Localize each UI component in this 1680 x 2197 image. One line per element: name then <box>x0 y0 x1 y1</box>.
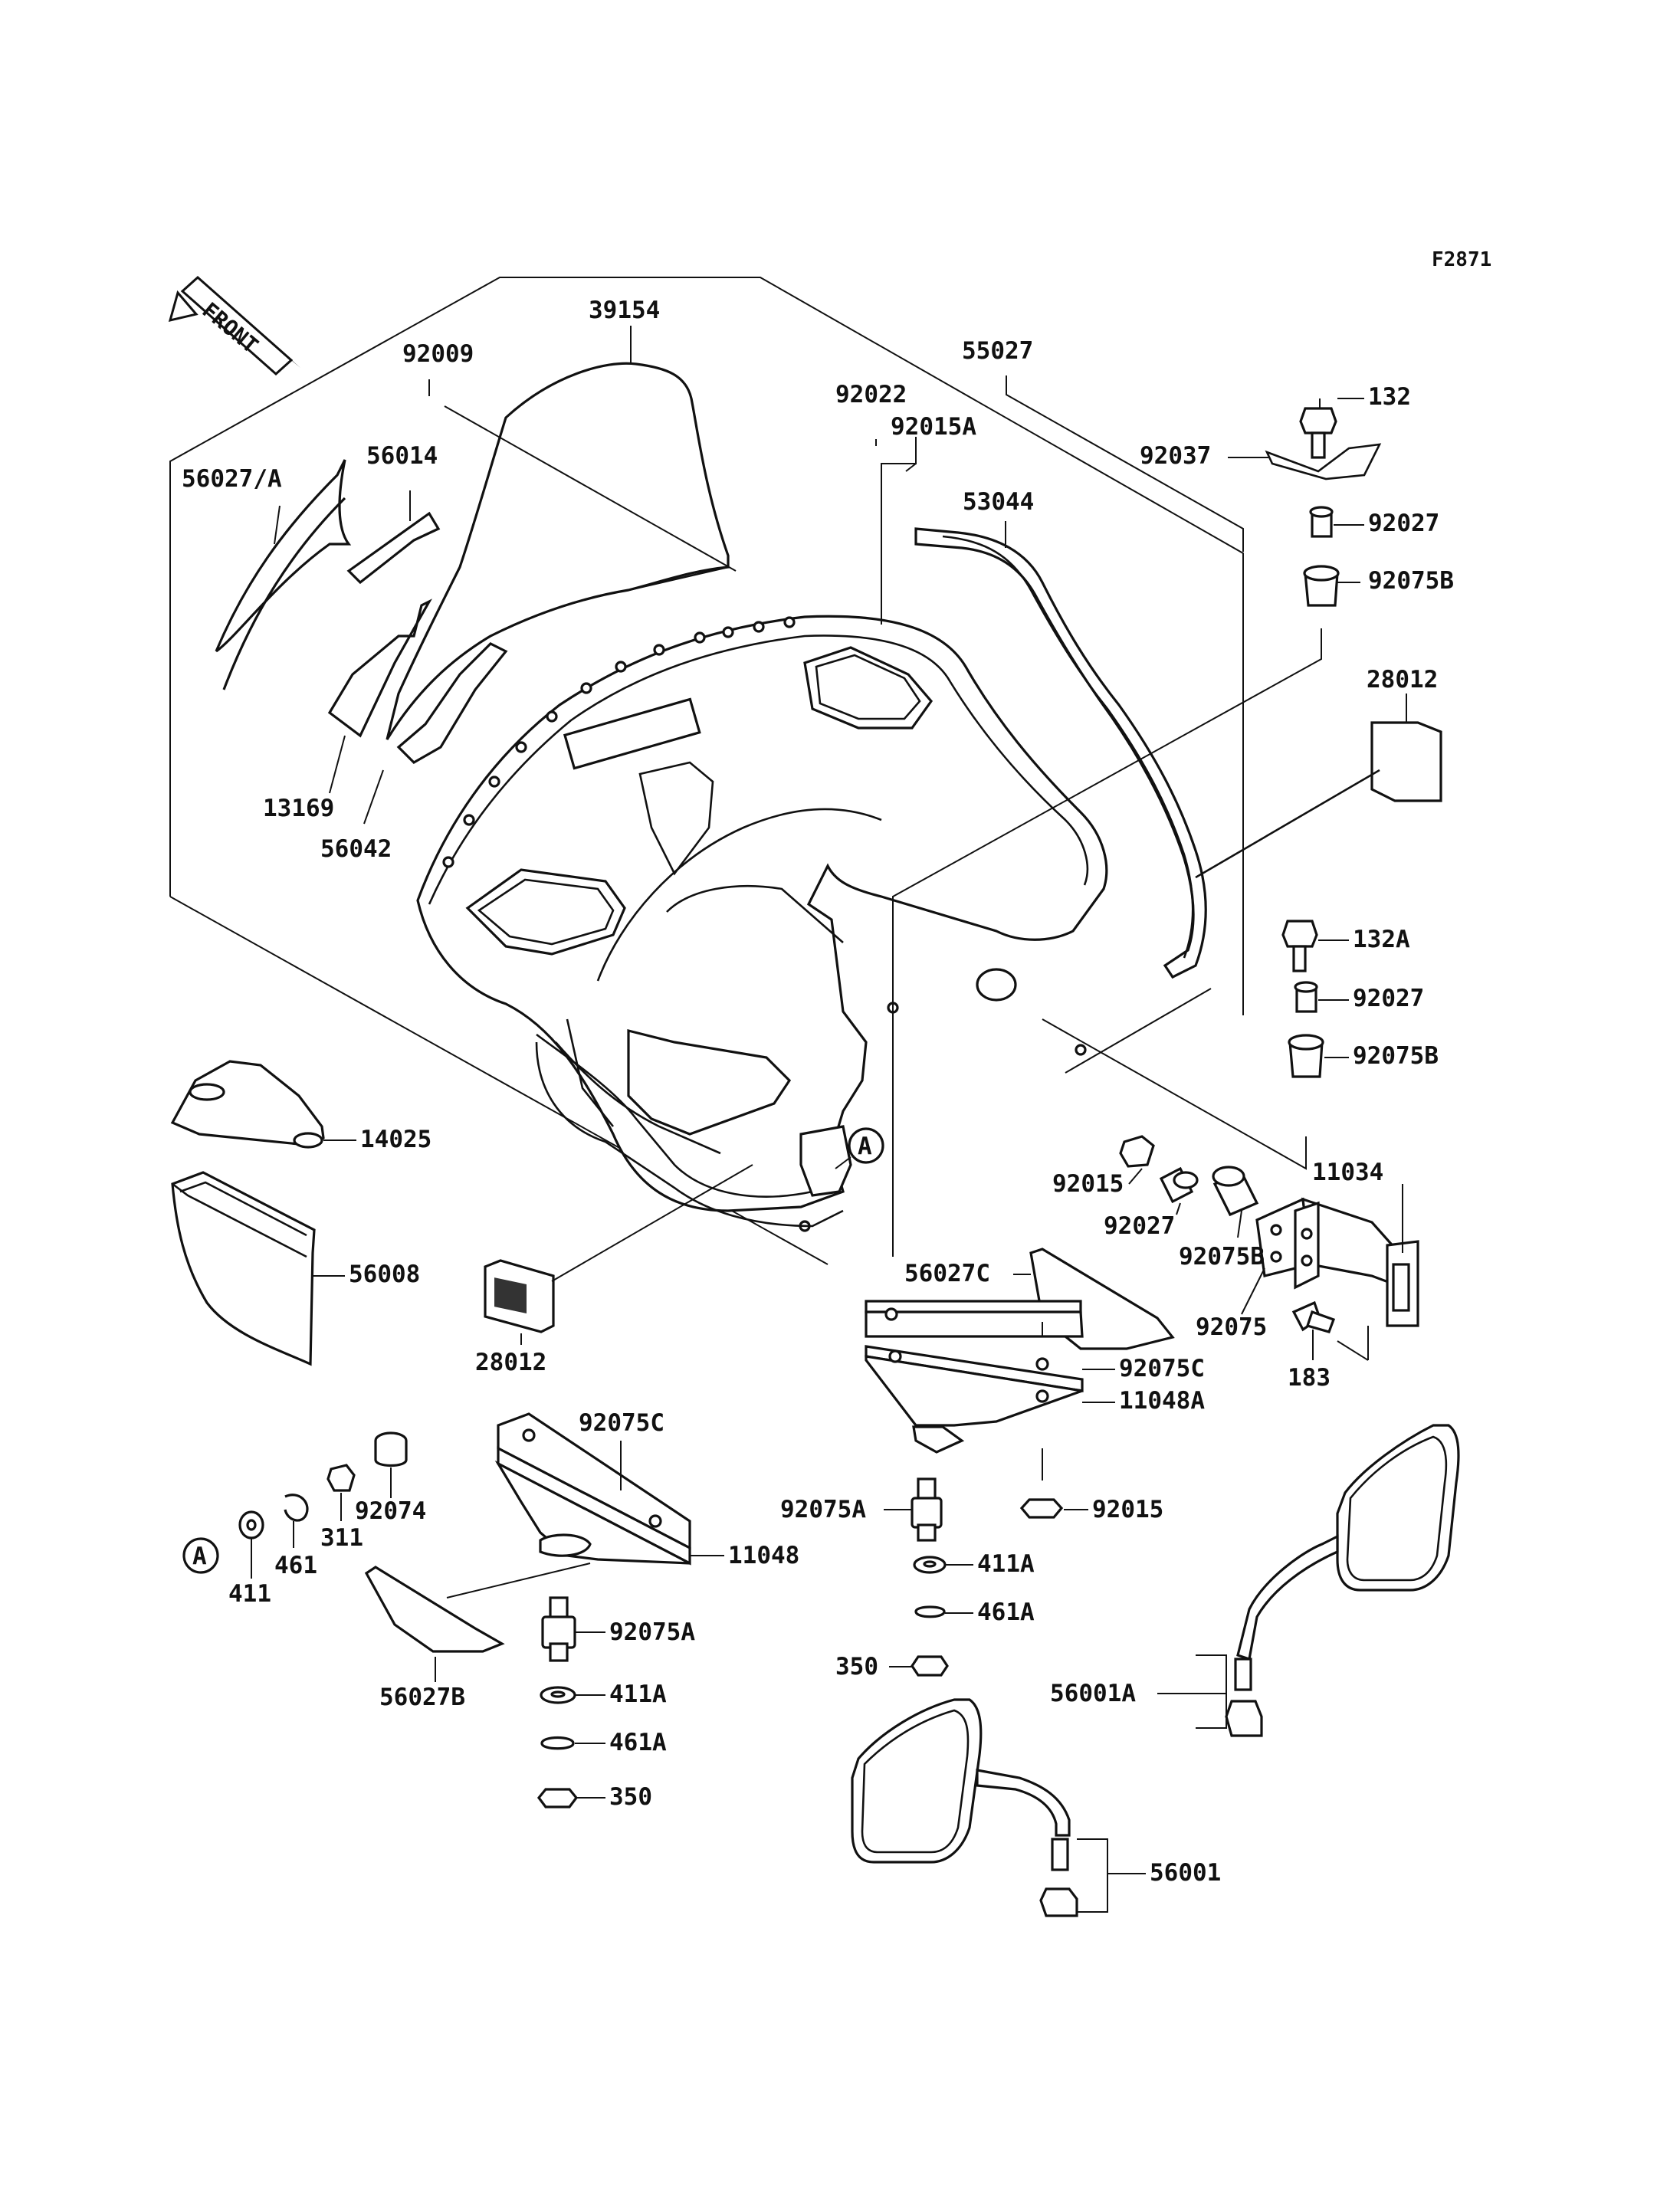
weather-strip <box>914 527 1207 979</box>
label-92075B-top: 92075B <box>1368 567 1454 595</box>
label-92075A-right: 92075A <box>780 1496 866 1523</box>
label-92027-small: 92027 <box>1104 1212 1175 1240</box>
hardware-132 <box>1299 407 1337 459</box>
nut-92015-small <box>1119 1135 1155 1168</box>
label-56027C: 56027C <box>904 1260 990 1287</box>
storage-box-56008 <box>171 1171 316 1366</box>
label-350-left: 350 <box>609 1783 652 1811</box>
lockwasher-461 <box>284 1494 309 1522</box>
stud-92075A-left <box>541 1596 576 1662</box>
label-92022: 92022 <box>835 381 907 408</box>
label-411A-right: 411A <box>977 1550 1035 1578</box>
stud-92075A-right <box>911 1477 943 1542</box>
grommet-92075B-top <box>1303 565 1340 607</box>
label-132: 132 <box>1368 383 1411 411</box>
bracket-28012-right <box>1195 721 1442 879</box>
trim-strips <box>215 459 508 764</box>
collar-92027-top <box>1309 506 1334 538</box>
label-92075: 92075 <box>1196 1313 1267 1341</box>
collar-92027-small <box>1159 1166 1199 1204</box>
reflector-56027B <box>364 1566 505 1653</box>
label-56008: 56008 <box>349 1261 420 1288</box>
label-311: 311 <box>320 1524 363 1552</box>
label-461A-left: 461A <box>609 1729 667 1756</box>
label-92037: 92037 <box>1140 442 1211 470</box>
grommet-92075B-mid <box>1288 1034 1324 1078</box>
label-92074: 92074 <box>355 1497 426 1525</box>
bolt-183 <box>1291 1300 1336 1333</box>
grommet-92075B-small <box>1212 1166 1259 1217</box>
label-461: 461 <box>274 1552 317 1579</box>
svg-text:A: A <box>192 1543 207 1570</box>
hardware-132A <box>1281 920 1318 972</box>
label-92075C-left: 92075C <box>579 1409 664 1437</box>
washer-411 <box>238 1510 264 1540</box>
label-350-right: 350 <box>835 1653 878 1681</box>
windshield <box>386 362 730 740</box>
washer-411A-right <box>913 1556 947 1574</box>
label-13169: 13169 <box>263 795 334 822</box>
mounting-plate-left <box>446 1412 691 1599</box>
label-plate-28012-left <box>484 1164 753 1333</box>
label-56014: 56014 <box>366 442 438 470</box>
label-11034: 11034 <box>1312 1159 1383 1186</box>
label-92027-top: 92027 <box>1368 510 1439 537</box>
front-arrow-icon: FRONT <box>168 275 300 376</box>
reference-marker-a-lower: A <box>182 1537 219 1574</box>
svg-text:A: A <box>858 1133 872 1160</box>
label-411: 411 <box>228 1580 271 1608</box>
nut-350-right <box>911 1655 949 1677</box>
label-53044: 53044 <box>963 488 1034 516</box>
figure-code: F2871 <box>1432 248 1491 271</box>
nut-350-left <box>536 1788 579 1808</box>
clip-92037 <box>1265 443 1382 480</box>
label-28012-left: 28012 <box>475 1349 546 1376</box>
label-92027-mid: 92027 <box>1353 985 1424 1012</box>
cover-14025 <box>170 1060 325 1149</box>
bracket-11034 <box>1255 1197 1419 1361</box>
mounting-plate-right <box>865 1300 1084 1454</box>
label-56027B: 56027B <box>379 1684 465 1711</box>
reference-marker-a-upper: A <box>835 1127 884 1169</box>
washer-411A-left <box>540 1686 576 1704</box>
label-92075C-right: 92075C <box>1119 1355 1205 1382</box>
nut-311 <box>326 1464 356 1492</box>
label-92015A: 92015A <box>891 413 976 441</box>
part-labels: 39154 92009 55027 92022 92015A 53044 132… <box>182 297 1454 1887</box>
collar-92027-mid <box>1294 981 1318 1013</box>
label-411A-left: 411A <box>609 1681 667 1708</box>
label-11048A: 11048A <box>1119 1387 1205 1415</box>
mirror-56001 <box>851 1698 1146 1917</box>
label-92009: 92009 <box>402 340 474 368</box>
label-56042: 56042 <box>320 835 392 863</box>
leader-lines <box>251 326 1407 1799</box>
label-28012-right: 28012 <box>1367 666 1438 694</box>
label-55027: 55027 <box>962 337 1033 365</box>
collar-92074 <box>374 1431 408 1467</box>
label-92015-small: 92015 <box>1052 1170 1124 1198</box>
label-11048: 11048 <box>728 1542 799 1569</box>
label-183: 183 <box>1288 1364 1331 1392</box>
label-39154: 39154 <box>589 297 660 324</box>
label-56027A: 56027/A <box>182 465 282 493</box>
label-56001A: 56001A <box>1050 1680 1136 1707</box>
label-461A-right: 461A <box>977 1599 1035 1626</box>
label-92075A-left: 92075A <box>609 1618 695 1646</box>
nut-92015-lower <box>1019 1498 1064 1519</box>
label-92015-lower: 92015 <box>1092 1496 1163 1523</box>
label-92075B-small: 92075B <box>1179 1243 1265 1271</box>
label-14025: 14025 <box>360 1126 431 1153</box>
mirror-56001A <box>1157 1424 1460 1737</box>
lockwasher-461A-left <box>540 1736 575 1750</box>
lockwasher-461A-right <box>914 1605 946 1618</box>
label-56001: 56001 <box>1150 1859 1221 1887</box>
fairing-body <box>416 615 1108 1232</box>
label-92075B-mid: 92075B <box>1353 1042 1439 1070</box>
label-132A: 132A <box>1353 926 1410 953</box>
